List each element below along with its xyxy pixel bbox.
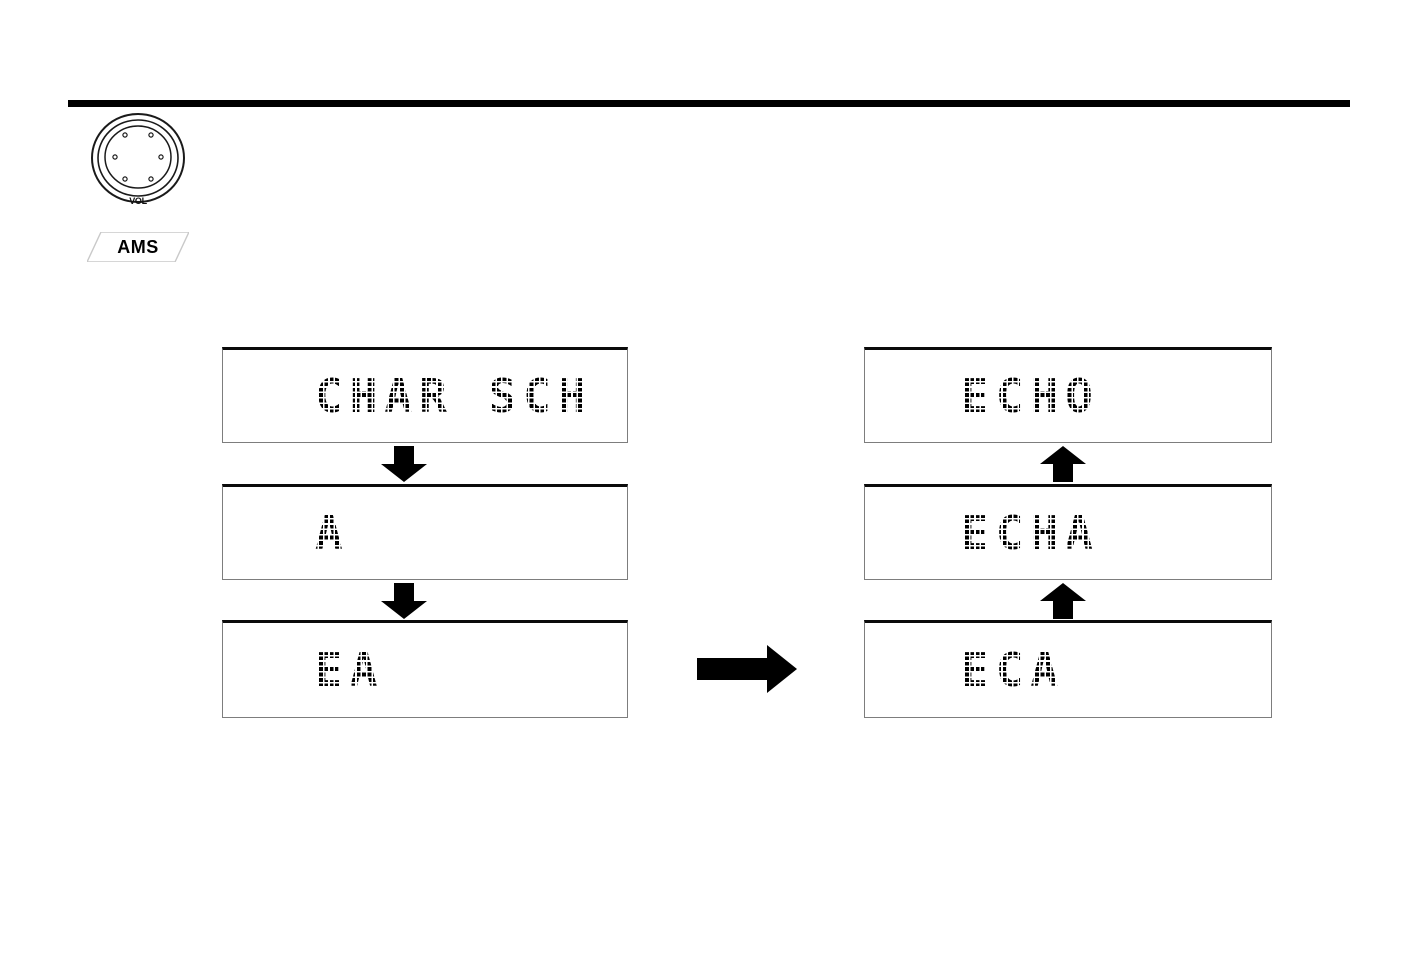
display-char-sch: CHAR SCH [222, 347, 628, 443]
display-text: ECHO [958, 369, 1103, 423]
control-cluster: VOL AMS [80, 112, 290, 277]
display-text: A [312, 506, 353, 560]
arrow-down-icon [381, 446, 427, 482]
arrow-up-icon [1040, 446, 1086, 482]
display-echo: ECHO [864, 347, 1272, 443]
arrow-right-icon [697, 645, 797, 693]
display-a: A [222, 484, 628, 580]
header-rule [68, 100, 1350, 107]
display-eca: ECA [864, 620, 1272, 718]
arrow-up-icon [1040, 583, 1086, 619]
arrow-down-icon [381, 583, 427, 619]
ams-button[interactable]: AMS [87, 232, 189, 262]
display-text: CHAR SCH [312, 369, 596, 423]
display-text: ECHA [958, 506, 1103, 560]
display-text: EA [311, 643, 388, 697]
volume-knob[interactable] [88, 112, 188, 204]
volume-knob-label: VOL [129, 196, 147, 206]
ams-button-label: AMS [117, 236, 159, 257]
display-text: ECA [957, 643, 1069, 697]
display-echa: ECHA [864, 484, 1272, 580]
display-ea: EA [222, 620, 628, 718]
